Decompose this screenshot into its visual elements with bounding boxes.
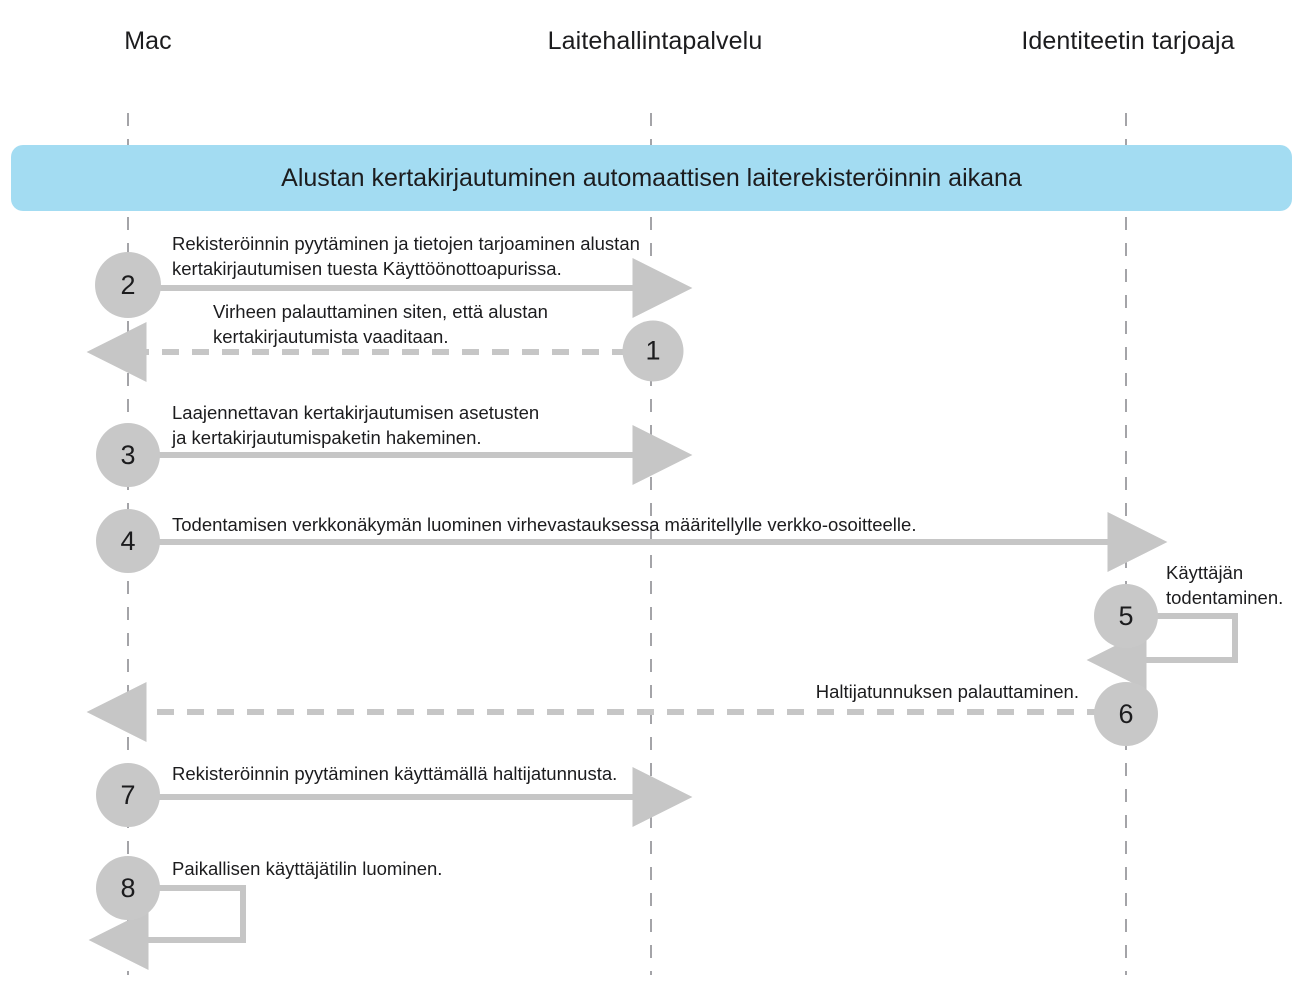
step-badge-2[interactable]: 2	[95, 252, 161, 318]
message-label-step-5: Käyttäjän todentaminen.	[1166, 562, 1284, 608]
message-label-step-6: Haltijatunnuksen palauttaminen.	[815, 681, 1079, 702]
step-badge-3[interactable]: 3	[96, 423, 160, 487]
phase-banner-title: Alustan kertakirjautuminen automaattisen…	[281, 163, 1022, 192]
arrow-step-8-self-loop	[88, 885, 246, 970]
message-label-step-7: Rekisteröinnin pyytäminen käyttämällä ha…	[172, 763, 618, 784]
step-badge-6[interactable]: 6	[1094, 682, 1158, 746]
actor-label-mac: Mac	[124, 27, 172, 55]
phase-banner: Alustan kertakirjautuminen automaattisen…	[11, 145, 1292, 211]
message-label-step-8: Paikallisen käyttäjätilin luominen.	[172, 858, 443, 879]
arrow-step-5-self-loop	[1086, 613, 1238, 690]
step-badge-8[interactable]: 8	[96, 856, 160, 920]
actor-label-identiteetin-tarjoaja: Identiteetin tarjoaja	[1021, 27, 1235, 55]
message-label-step-4: Todentamisen verkkonäkymän luominen virh…	[172, 514, 917, 535]
step-badge-7[interactable]: 7	[96, 763, 160, 827]
message-label-step-3: Laajennettavan kertakirjautumisen asetus…	[172, 402, 540, 448]
step-badge-5[interactable]: 5	[1094, 584, 1158, 648]
step-badge-1[interactable]: 1	[622, 320, 684, 382]
message-label-step-1: Virheen palauttaminen siten, että alusta…	[213, 301, 548, 347]
message-label-step-2: Rekisteröinnin pyytäminen ja tietojen ta…	[172, 233, 640, 279]
step-badge-4[interactable]: 4	[96, 509, 160, 573]
actor-label-laitehallintapalvelu: Laitehallintapalvelu	[547, 27, 763, 55]
